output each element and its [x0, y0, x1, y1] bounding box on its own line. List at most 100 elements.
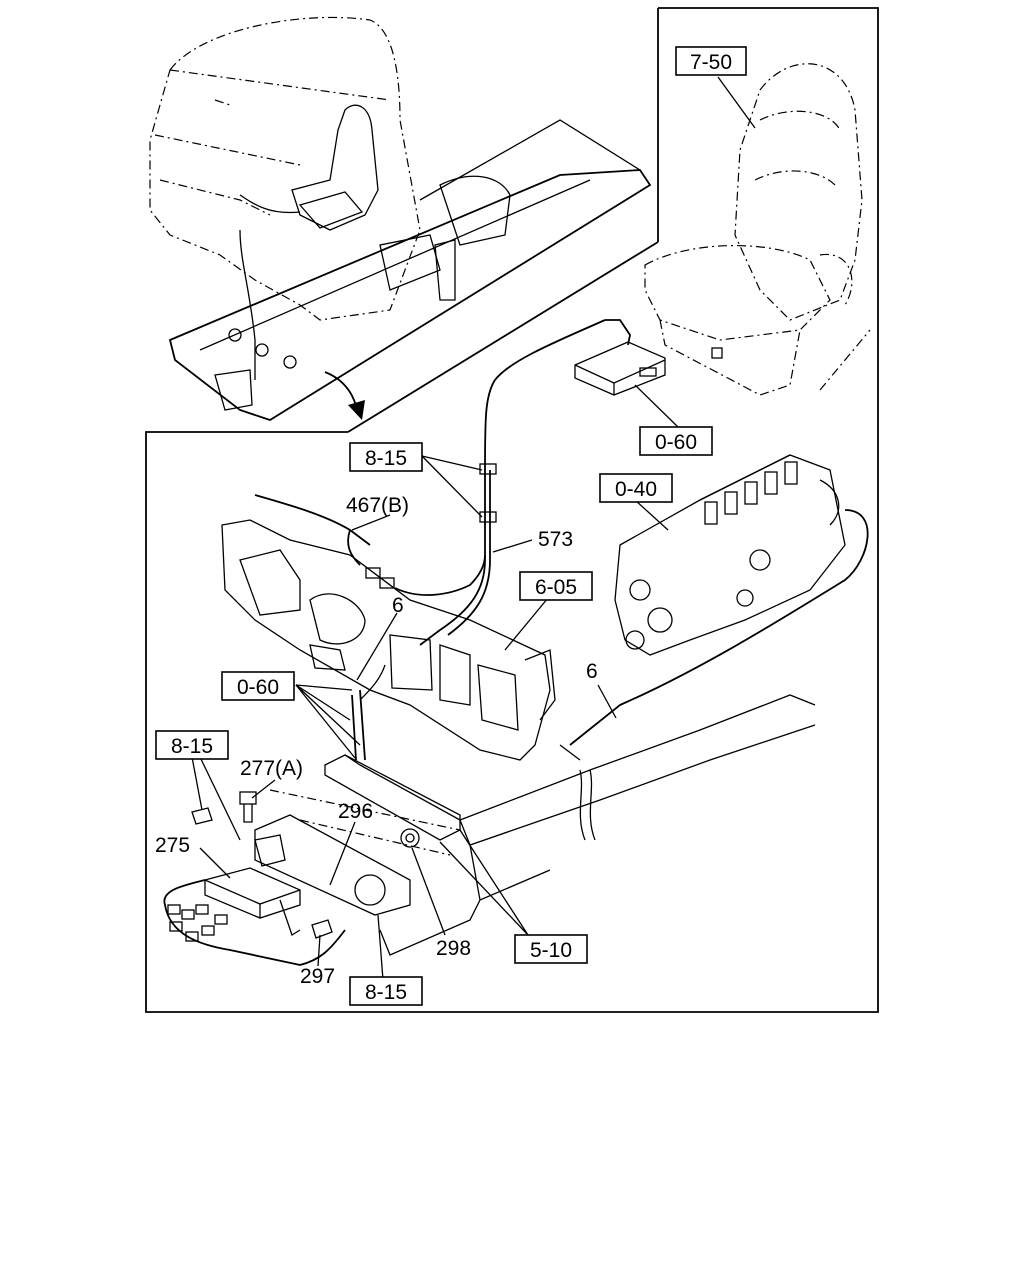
callout-label: 8-15 — [171, 735, 213, 758]
callout-296: 296 — [338, 800, 373, 823]
seat-base — [659, 319, 801, 396]
bolt-shank — [243, 804, 253, 823]
leader-6-05 — [504, 597, 549, 651]
diagram-frames — [145, 7, 879, 1013]
frame-transmission — [439, 175, 511, 246]
harness-main-run — [419, 319, 606, 646]
harness-clip — [479, 511, 497, 523]
seat-backrest — [734, 63, 863, 321]
leader-7-50 — [717, 76, 756, 129]
callout-5-10: 5-10 — [514, 934, 588, 964]
mounting-centerline — [299, 819, 451, 856]
pump-gear — [625, 630, 645, 650]
harness-connector — [379, 577, 395, 589]
cab-seat — [291, 104, 379, 231]
bolt-head — [239, 791, 257, 805]
callout-label: 277(A) — [240, 757, 303, 780]
harness-to-ecu — [605, 319, 631, 346]
lower-frame-rail — [359, 694, 816, 956]
cab-roof-line — [169, 69, 391, 101]
callout-6-upper: 6 — [392, 594, 404, 617]
panel-cutout — [389, 634, 433, 691]
leader-0-60-mid — [295, 684, 353, 691]
callout-6-right: 6 — [586, 660, 598, 683]
harness-loop — [394, 554, 486, 596]
callout-label: 6 — [586, 660, 598, 683]
leader-8-15-top — [421, 455, 483, 518]
callout-467b: 467(B) — [346, 494, 409, 517]
frame-connector-module — [214, 369, 253, 411]
callout-label: 7-50 — [690, 51, 732, 74]
harness-connector — [365, 567, 381, 579]
callout-label: 8-15 — [365, 447, 407, 470]
harness-connector — [195, 904, 209, 915]
frame-hole — [228, 328, 242, 342]
callout-label: 0-40 — [615, 478, 657, 501]
nut — [400, 828, 420, 848]
chassis-rail-inner — [199, 179, 591, 351]
ecu-edge — [574, 359, 666, 384]
harness-connector — [181, 909, 195, 920]
seat-rail — [819, 329, 871, 391]
harness-connector — [169, 921, 183, 932]
callout-box — [221, 671, 295, 701]
leader-5-10 — [459, 829, 529, 936]
seat-cushion — [644, 245, 831, 341]
cab-overview — [149, 16, 652, 421]
bracket-tab — [254, 834, 286, 867]
panel-relay — [309, 644, 346, 671]
callout-0-60-top: 0-60 — [639, 426, 713, 456]
rail-break — [579, 769, 586, 841]
pump-plunger — [764, 471, 778, 495]
callout-box — [519, 571, 593, 601]
harness-clip — [479, 463, 497, 475]
cab-detail — [214, 99, 231, 106]
ecu-unit-top — [574, 341, 666, 396]
pump-harness — [569, 509, 869, 746]
leader-lines — [191, 76, 756, 981]
callout-label: 0-60 — [655, 431, 697, 454]
callout-label: 298 — [436, 937, 471, 960]
pump-gear — [647, 607, 673, 633]
pump-fitting — [749, 549, 771, 571]
pump-line — [819, 479, 840, 526]
leader-0-40 — [634, 499, 669, 531]
wiring-harness — [254, 319, 631, 761]
harness-467b-branch — [347, 529, 361, 566]
seat-backrest-line — [759, 110, 841, 131]
callout-8-15-top: 8-15 — [349, 442, 423, 472]
leader-8-15-left — [191, 756, 203, 811]
callout-box — [639, 426, 713, 456]
bracket-plate — [254, 814, 411, 916]
frame-hole — [255, 343, 269, 357]
callout-8-15-left: 8-15 — [155, 730, 229, 760]
leader-298 — [411, 847, 446, 936]
callout-label: 0-60 — [237, 676, 279, 699]
rail-base — [379, 899, 481, 956]
cab-body-outline — [149, 16, 421, 321]
callout-label: 6-05 — [535, 576, 577, 599]
callout-box — [675, 46, 747, 76]
callout-label: 5-10 — [530, 939, 572, 962]
callout-label: 573 — [538, 528, 573, 551]
leader-277a — [251, 779, 276, 799]
leader-0-60-mid — [295, 684, 351, 721]
pump-plunger — [784, 461, 798, 485]
callout-box — [349, 976, 423, 1006]
harness-connector — [167, 904, 181, 915]
callout-298: 298 — [436, 937, 471, 960]
chassis-crossmember — [419, 119, 641, 201]
callout-label: 6 — [392, 594, 404, 617]
panel-outline — [221, 519, 551, 761]
callout-box — [514, 934, 588, 964]
cab-grille-line — [159, 179, 271, 216]
frame-bracket — [434, 239, 456, 301]
callout-7-50: 7-50 — [675, 46, 747, 76]
leader-6-right — [597, 684, 617, 719]
seat-backrest-line — [754, 170, 836, 186]
callout-label: 296 — [338, 800, 373, 823]
instrument-panel — [221, 519, 556, 761]
cab-harness-drop — [239, 229, 256, 380]
callout-label: 297 — [300, 965, 335, 988]
